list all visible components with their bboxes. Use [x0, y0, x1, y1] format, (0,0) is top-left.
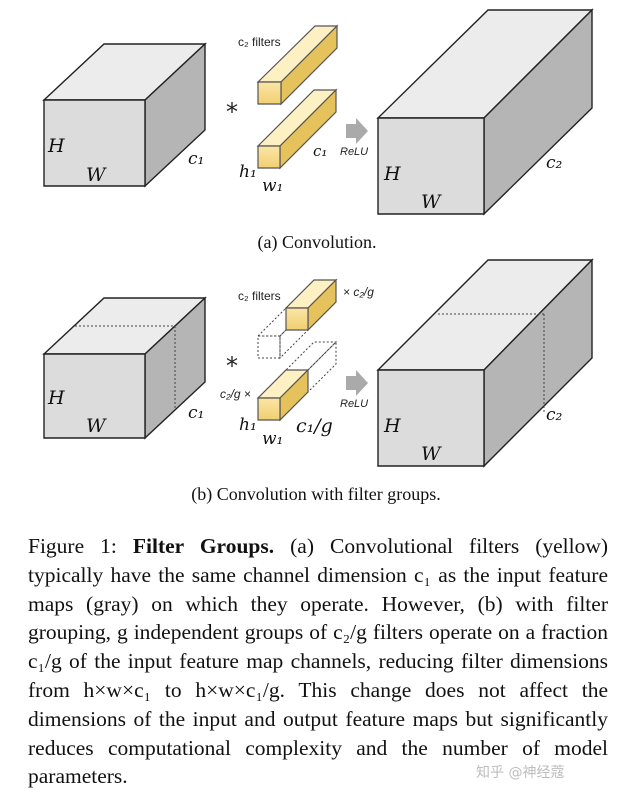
- filter-bottom-a: [256, 88, 338, 170]
- filter-width-label: w₁: [262, 176, 283, 196]
- figure-label: Figure 1:: [28, 534, 117, 558]
- relu-label-b: ReLU: [340, 398, 368, 410]
- input-height-label-b: H: [47, 387, 65, 409]
- input-width-label-b: W: [86, 415, 107, 437]
- filters-count-label-b: c₂ filters: [238, 289, 281, 303]
- input-channel-label: c₁: [188, 149, 204, 169]
- filter-top-a: [256, 24, 339, 106]
- group-divider-b-input: [75, 325, 176, 410]
- subcaption-a: (a) Convolution.: [258, 232, 377, 253]
- diagram-filter-groups: H W c₁ * c₂ filters × c₂/g c₂/g × h₁: [42, 258, 594, 505]
- relu-arrow-b: [346, 370, 368, 396]
- input-width-label: W: [86, 164, 107, 186]
- output-height-label-b: H: [383, 415, 401, 437]
- filters-count-label: c₂ filters: [238, 35, 281, 49]
- relu-arrow-a: [346, 118, 368, 144]
- output-width-label-b: W: [421, 443, 442, 465]
- filter-height-label: h₁: [239, 162, 257, 182]
- filter-channel-label: c₁: [313, 142, 327, 160]
- output-feature-map-a: [376, 8, 594, 216]
- group-divider-b-output: [438, 313, 545, 412]
- diagram-convolution: H W c₁ * c₂ filters ⋮ h₁ w₁ c₁ ReLU H: [42, 8, 594, 253]
- filter-group-bottom-dotted: [256, 340, 338, 422]
- subcaption-b: (b) Convolution with filter groups.: [191, 484, 440, 505]
- group-multiplier-top: × c₂/g: [343, 285, 374, 299]
- filter-group-bottom-b: [256, 368, 310, 422]
- filter-group-top-b: [284, 278, 338, 332]
- figure-caption: Figure 1: Filter Groups. (a) Convolution…: [28, 532, 608, 791]
- watermark: 知乎 @神经蔻: [476, 765, 565, 781]
- input-height-label: H: [47, 135, 65, 157]
- input-feature-map-a: [42, 42, 207, 188]
- output-width-label: W: [421, 191, 442, 213]
- input-feature-map-b: [42, 296, 207, 440]
- filter-width-label-b: w₁: [262, 429, 283, 449]
- filter-height-label-b: h₁: [239, 415, 257, 435]
- output-height-label: H: [383, 163, 401, 185]
- convolution-operator: *: [226, 98, 238, 126]
- group-multiplier-left: c₂/g ×: [220, 387, 251, 401]
- output-channel-label: c₂: [546, 153, 563, 173]
- figure-caption-text: (a) Convolutional filters (yellow) typic…: [28, 534, 609, 789]
- output-channel-label-b: c₂: [546, 405, 563, 425]
- input-channel-label-b: c₁: [188, 403, 204, 423]
- relu-label-a: ReLU: [340, 146, 368, 158]
- convolution-operator-b: *: [226, 352, 238, 380]
- output-feature-map-b: [376, 258, 594, 468]
- filter-groups-figure: H W c₁ * c₂ filters ⋮ h₁ w₁ c₁ ReLU H: [42, 8, 594, 505]
- filter-channel-label-b: c₁/g: [296, 415, 333, 437]
- figure-title: Filter Groups.: [132, 534, 275, 558]
